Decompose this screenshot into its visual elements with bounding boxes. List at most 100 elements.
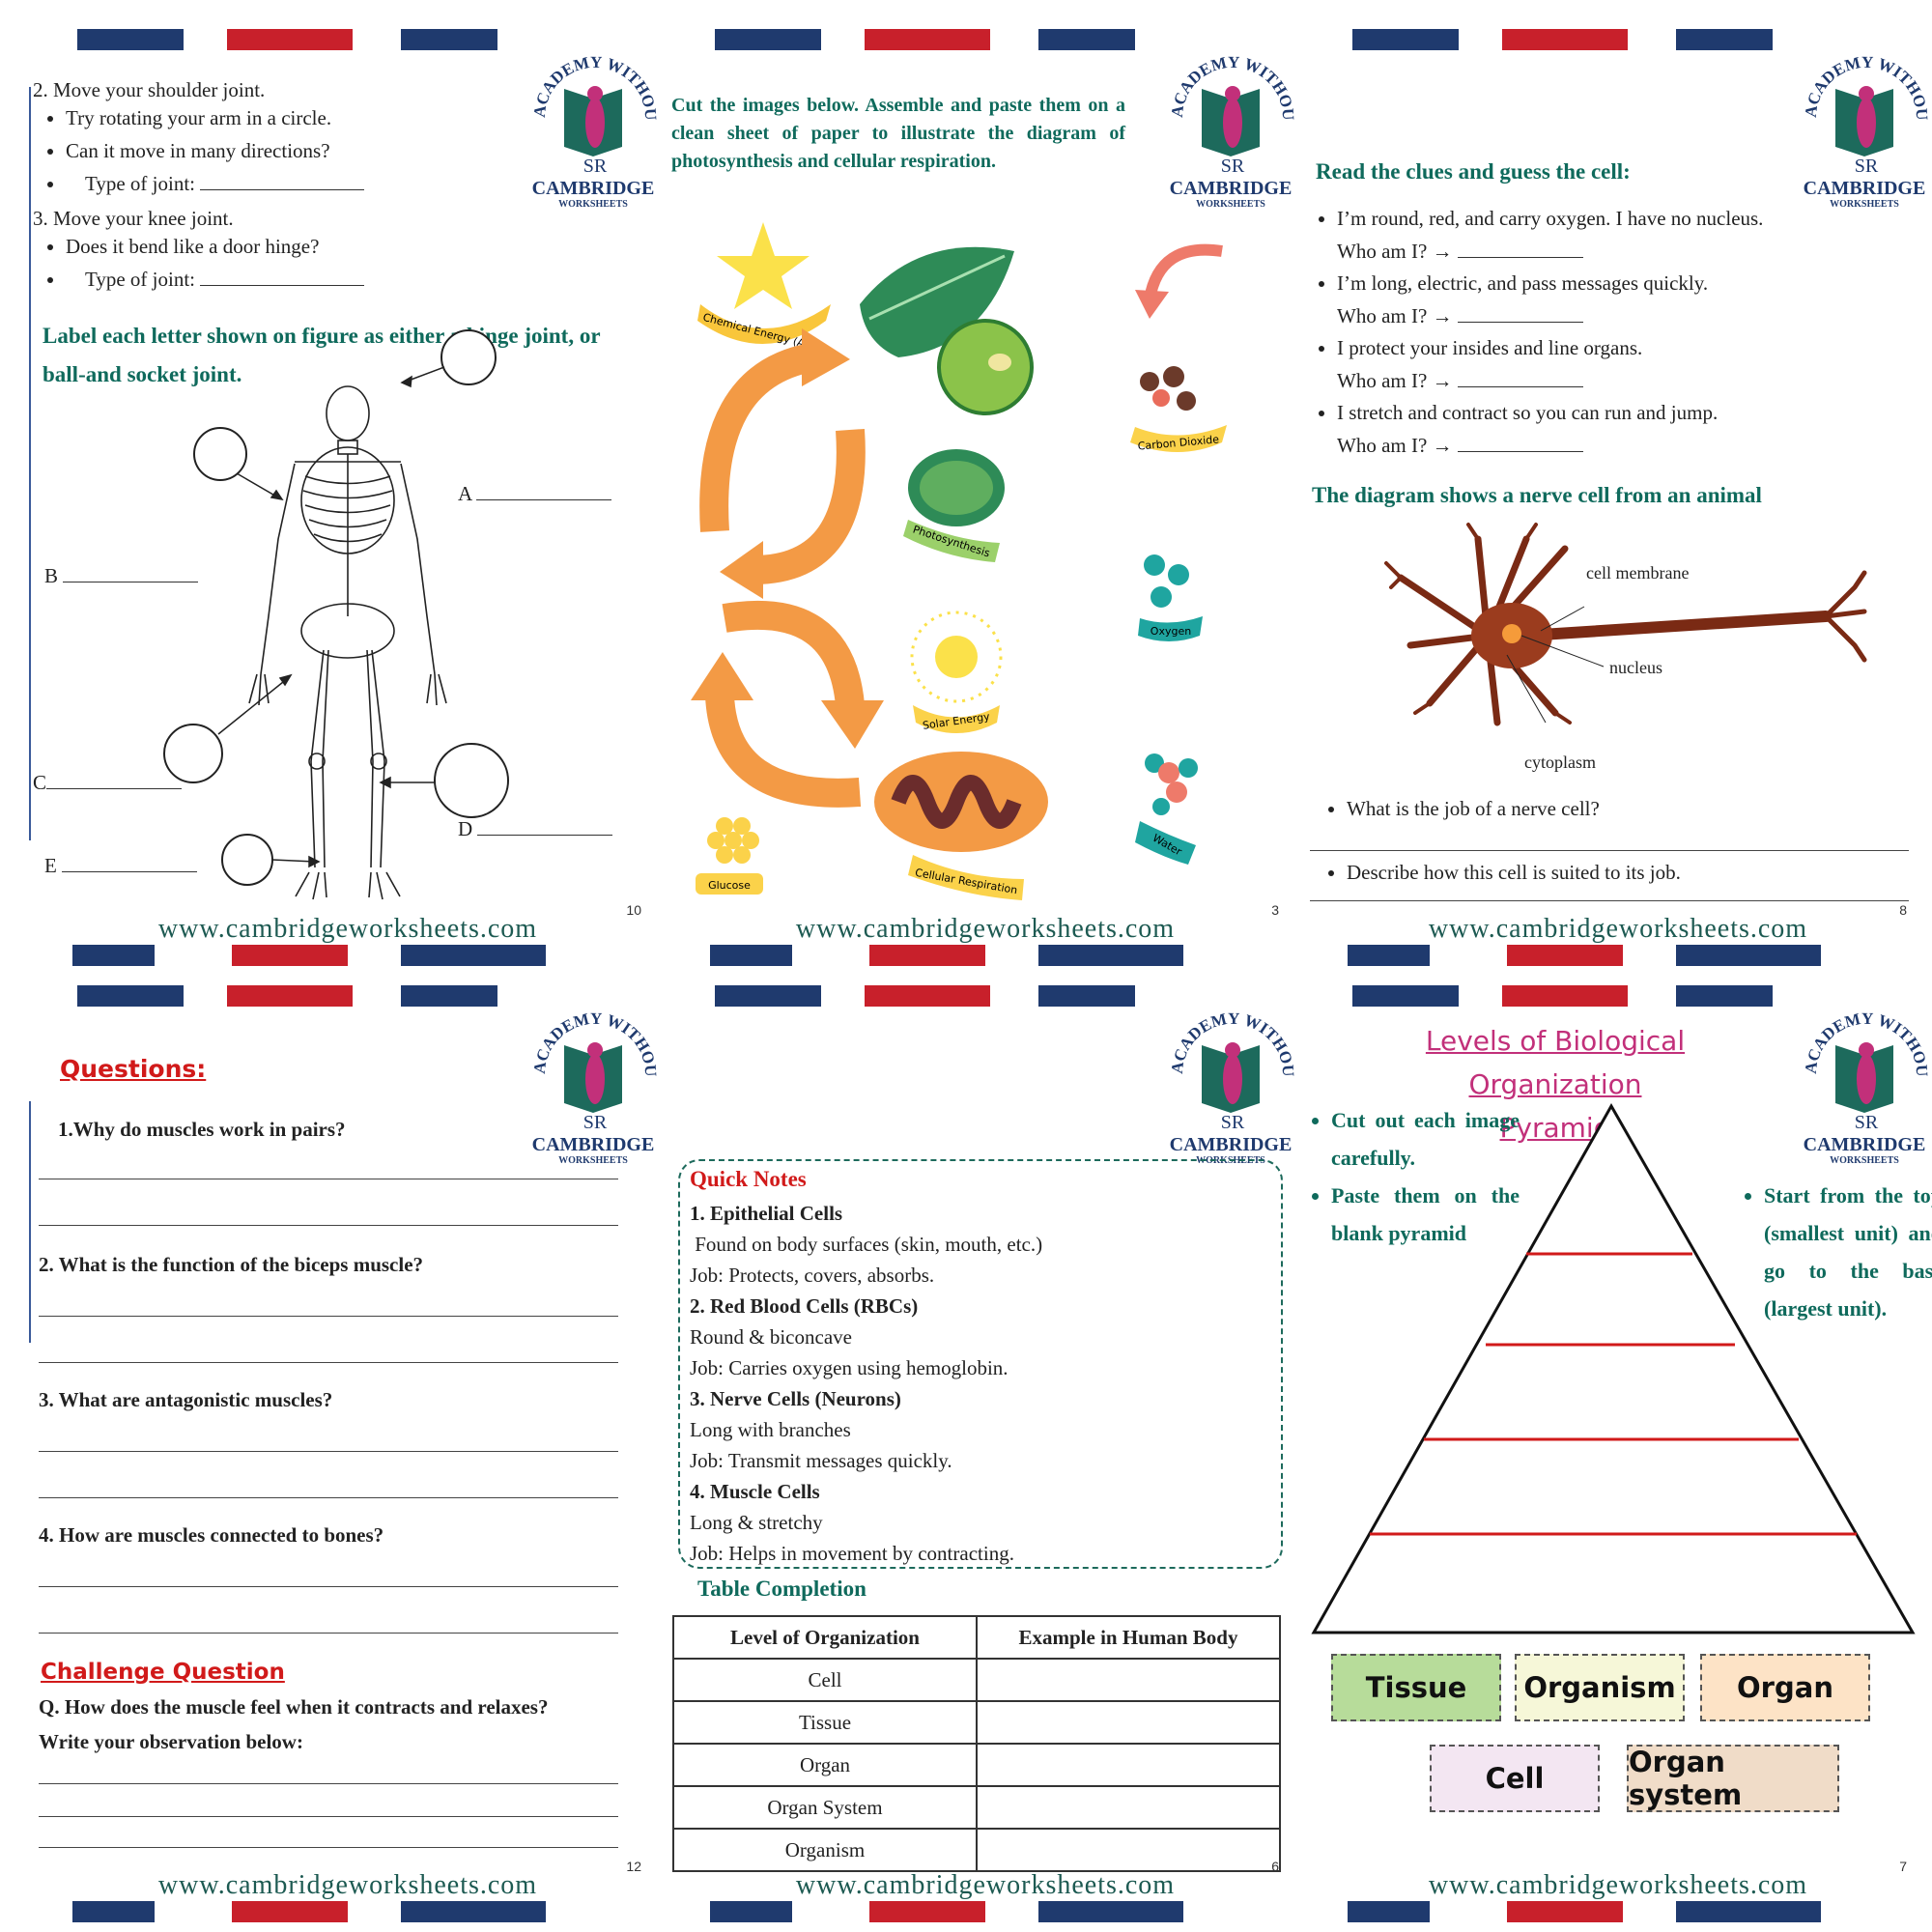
stripe [1352,29,1459,50]
stripe [710,945,792,966]
stripe [1502,985,1628,1007]
logo-cambridge: CAMBRIDGE [1169,178,1293,199]
answer-line[interactable] [39,1316,618,1317]
stripe [869,945,985,966]
answer-cell[interactable] [976,1700,1281,1745]
label-E: E [44,852,198,878]
answer-blank[interactable] [1457,238,1583,258]
star-icon [717,222,810,309]
answer-line[interactable] [1310,850,1909,851]
table-cell: Organism [672,1828,978,1872]
note-line: Job: Transmit messages quickly. [690,1449,952,1472]
stripe [1352,985,1459,1007]
who-am-i: Who am I? → [1337,239,1453,263]
logo-cambridge: CAMBRIDGE [1803,1134,1926,1155]
card-organ-system[interactable]: Organ system [1627,1745,1839,1812]
answer-line[interactable] [1310,900,1909,901]
stripe [1507,945,1623,966]
answer-blank[interactable] [200,266,365,286]
answer-cell[interactable] [976,1743,1281,1787]
page-number: 3 [1271,902,1279,918]
answer-blank[interactable] [1457,302,1583,323]
stripe [710,1901,792,1922]
column-header: Level of Organization [672,1615,978,1660]
letter-B: B [44,564,59,587]
table-row: Organ System [672,1785,1281,1830]
logo-worksheets: WORKSHEETS [1196,199,1265,210]
logo-worksheets: WORKSHEETS [1830,1155,1899,1166]
table-cell: Organ [672,1743,978,1787]
card-label: Tissue [1365,1671,1467,1704]
question-2: 2. Move your shoulder joint. [33,78,266,101]
answer-line[interactable] [39,1586,618,1587]
answer-cell[interactable] [976,1828,1281,1872]
answer-line[interactable] [39,1362,618,1363]
card-organ[interactable]: Organ [1700,1654,1870,1721]
glucose-label: Glucose [708,879,751,892]
arrow-icon [1144,243,1223,301]
diagram-heading: The diagram shows a nerve cell from an a… [1312,483,1762,507]
cytoplasm-label: cytoplasm [1524,753,1596,772]
question-2: 2. What is the function of the biceps mu… [39,1253,424,1276]
stripe [401,29,497,50]
answer-line[interactable] [39,1783,618,1784]
answer-line[interactable] [39,1451,618,1452]
who-am-i: Who am I? → [1337,368,1453,392]
question-2-bullets: Try rotating your arm in a circle. Can i… [43,101,433,200]
table-row: Organ [672,1743,1281,1787]
note-heading: 1. Epithelial Cells [690,1202,843,1225]
card-cell[interactable]: Cell [1430,1745,1600,1812]
footer-url: www.cambridgeworksheets.com [1428,1870,1808,1900]
academy-logo: ACADEMY WITHOUT SR CAMBRIDGE WORKSHEETS [520,16,661,214]
answer-line[interactable] [39,1225,618,1226]
oxygen-tag [1138,616,1203,641]
page-number: 10 [626,902,641,918]
margin-line [29,1101,31,1343]
worksheet-page-12: ACADEMY WITHOUT SR CAMBRIDGE WORKSHEETS … [29,966,667,1922]
answer-line[interactable] [39,1847,618,1848]
clue-text: I’m long, electric, and pass messages qu… [1337,271,1709,295]
worksheet-page-10: ACADEMY WITHOUT SR CAMBRIDGE WORKSHEETS … [29,10,667,966]
bullet: Does it bend like a door hinge? [66,230,433,263]
question-1: 1.Why do muscles work in pairs? [58,1118,346,1141]
logo-cambridge: CAMBRIDGE [531,1134,655,1155]
answer-line[interactable] [39,1497,618,1498]
logo-worksheets: WORKSHEETS [558,199,628,210]
svg-text:SR: SR [583,1112,608,1132]
note-line: Long with branches [690,1418,851,1441]
stripe [1676,1901,1821,1922]
page-number: 7 [1899,1859,1907,1874]
table-cell: Tissue [672,1700,978,1745]
stripe [77,29,184,50]
answer-blank-A[interactable] [476,480,612,500]
note-line: Round & biconcave [690,1325,852,1349]
stripe [869,1901,985,1922]
card-organism[interactable]: Organism [1515,1654,1685,1721]
answer-blank[interactable] [200,170,365,190]
note-line: Job: Carries oxygen using hemoglobin. [690,1356,1009,1379]
worksheet-page-7: ACADEMY WITHOUT SR CAMBRIDGE WORKSHEETS … [1304,966,1932,1922]
note-line: Job: Protects, covers, absorbs. [690,1264,935,1287]
answer-blank[interactable] [1457,432,1583,452]
arrow-icon [753,428,866,584]
card-tissue[interactable]: Tissue [1331,1654,1501,1721]
answer-line[interactable] [39,1816,618,1817]
question-3: 3. What are antagonistic muscles? [39,1388,333,1411]
answer-blank-C[interactable] [46,769,183,789]
footer-url: www.cambridgeworksheets.com [795,1870,1176,1900]
answer-blank[interactable] [1457,367,1583,387]
answer-cell[interactable] [976,1785,1281,1830]
arrow-icon [705,694,862,808]
answer-blank-D[interactable] [477,815,613,836]
quick-notes-title: Quick Notes [690,1167,807,1191]
respiration-tag [908,855,1024,900]
blank-pyramid[interactable] [1304,1101,1932,1642]
stripe [401,985,497,1007]
answer-blank-E[interactable] [62,852,198,872]
worksheet-page-3: ACADEMY WITHOUT SR CAMBRIDGE WORKSHEETS … [667,10,1304,966]
answer-line[interactable] [39,1633,618,1634]
logo-worksheets: WORKSHEETS [558,1155,628,1166]
answer-cell[interactable] [976,1658,1281,1702]
svg-text:SR: SR [583,156,608,176]
answer-blank-B[interactable] [63,562,199,582]
